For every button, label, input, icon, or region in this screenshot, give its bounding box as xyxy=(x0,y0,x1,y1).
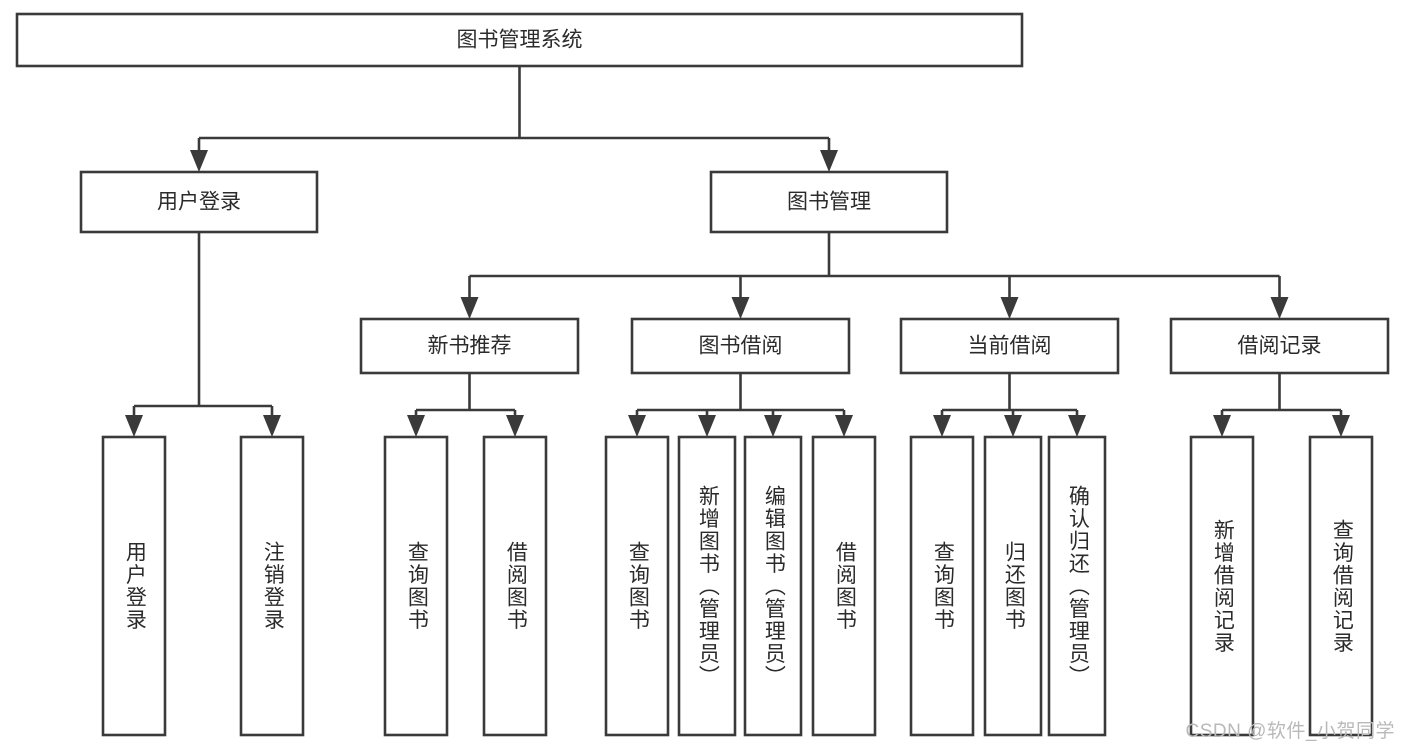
connector-edges-layer xyxy=(125,66,1350,437)
node-boxes-layer xyxy=(15,12,1390,737)
arrow-head-icon xyxy=(506,415,524,437)
node-current-borrow-label: 当前借阅 xyxy=(968,335,1052,358)
arrow-head-icon xyxy=(1068,415,1086,437)
node-book-borrow-label: 图书借阅 xyxy=(699,335,783,358)
node-user-login-label: 用户登录 xyxy=(157,191,241,214)
arrow-head-icon xyxy=(835,415,853,437)
arrow-head-icon xyxy=(407,415,425,437)
arrow-head-icon xyxy=(1000,297,1019,319)
node-borrow-record-label: 借阅记录 xyxy=(1238,335,1322,358)
arrow-head-icon xyxy=(1332,415,1350,437)
node-book-borrow-box xyxy=(630,317,851,375)
watermark-text: CSDN @软件_小贺同学 xyxy=(1185,721,1395,742)
arrow-head-icon xyxy=(628,415,646,437)
arrow-head-icon xyxy=(698,415,716,437)
arrow-head-icon xyxy=(263,415,281,437)
node-leaf-borrow-book-box xyxy=(811,435,877,737)
node-leaf-add-book-box xyxy=(677,435,737,737)
node-leaf-query-book-borrow-box xyxy=(604,435,670,737)
node-leaf-add-borrow-record-box xyxy=(1189,435,1255,737)
node-current-borrow-box xyxy=(899,317,1120,375)
arrow-head-icon xyxy=(820,150,838,172)
node-user-login-box xyxy=(79,170,319,234)
arrow-head-icon xyxy=(764,415,782,437)
node-leaf-user-login-box xyxy=(101,435,167,737)
arrow-head-icon xyxy=(460,297,479,319)
node-root-box xyxy=(15,12,1024,68)
node-leaf-edit-book-box xyxy=(743,435,803,737)
node-borrow-record-box xyxy=(1169,317,1390,375)
node-root-label: 图书管理系统 xyxy=(457,29,583,52)
arrow-head-icon xyxy=(731,297,750,319)
arrow-head-icon xyxy=(190,150,208,172)
node-leaf-confirm-return-box xyxy=(1047,435,1107,737)
node-leaf-query-book-recommend-box xyxy=(383,435,449,737)
node-leaf-logout-box xyxy=(239,435,305,737)
arrow-head-icon xyxy=(1213,415,1231,437)
node-book-management-label: 图书管理 xyxy=(787,191,871,214)
arrow-head-icon xyxy=(1270,297,1289,319)
arrow-head-icon xyxy=(933,415,951,437)
arrow-head-icon xyxy=(1004,415,1022,437)
node-new-book-recommend-label: 新书推荐 xyxy=(428,335,512,358)
node-leaf-return-book-box xyxy=(983,435,1043,737)
node-book-management-box xyxy=(709,170,949,234)
arrow-head-icon xyxy=(125,415,143,437)
node-leaf-borrow-book-recommend-box xyxy=(482,435,548,737)
node-leaf-query-borrow-record-box xyxy=(1308,435,1374,737)
node-leaf-query-book-current-box xyxy=(909,435,975,737)
node-new-book-recommend-box xyxy=(359,317,580,375)
